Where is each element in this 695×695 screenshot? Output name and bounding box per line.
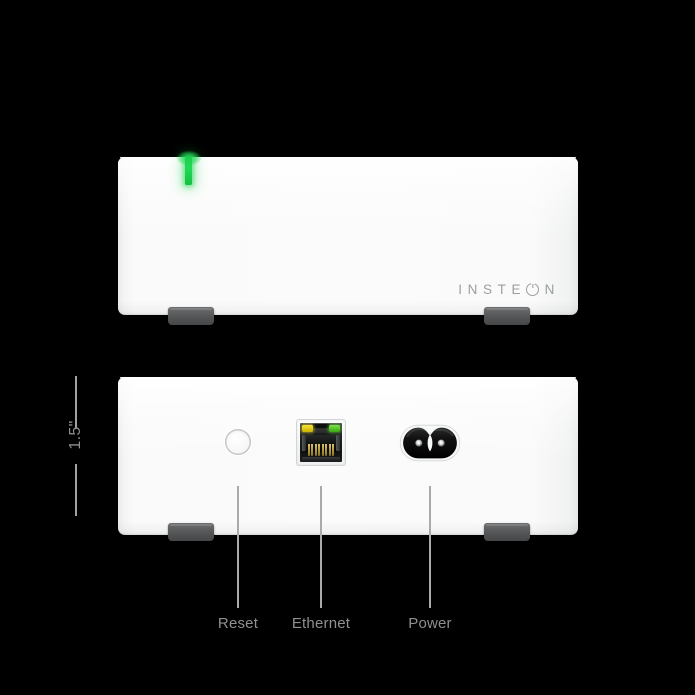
brand-letter-n: N xyxy=(467,282,483,297)
ethernet-jack-floor xyxy=(302,457,340,461)
device-rear-view xyxy=(118,377,578,535)
ethernet-latch-slot xyxy=(312,424,330,429)
brand-letter-i: I xyxy=(458,282,468,297)
power-port[interactable] xyxy=(399,424,461,462)
brand-wordmark: I N S T E N xyxy=(458,282,560,297)
ethernet-pin xyxy=(318,444,321,456)
power-symbol-icon xyxy=(526,283,540,296)
port-label-ethernet: Ethernet xyxy=(291,615,351,632)
rear-foot-left xyxy=(168,523,214,541)
brand-letter-t: T xyxy=(497,282,512,297)
brand-letter-e: E xyxy=(511,282,527,297)
ethernet-pin xyxy=(328,444,331,456)
leader-line-power xyxy=(429,486,431,608)
ethernet-pin-group xyxy=(308,444,334,456)
ethernet-jack-housing xyxy=(300,423,342,462)
ethernet-led-green-icon xyxy=(329,425,340,432)
dimension-value-label: 1.5" xyxy=(67,420,84,450)
dimension-line-lower xyxy=(75,464,77,516)
rear-foot-right xyxy=(484,523,530,541)
height-dimension-annotation: 1.5" xyxy=(67,376,108,516)
ethernet-pin xyxy=(325,444,328,456)
port-label-power: Power xyxy=(408,615,452,632)
leader-line-ethernet xyxy=(320,486,322,608)
power-socket-icon xyxy=(399,424,461,462)
dimension-line-upper xyxy=(75,376,77,428)
reset-button[interactable] xyxy=(225,429,251,455)
front-foot-left xyxy=(168,307,214,325)
status-led-indicator xyxy=(185,157,192,185)
ethernet-side-contact-right xyxy=(336,435,340,451)
front-foot-right xyxy=(484,307,530,325)
brand-letter-s: S xyxy=(482,282,498,297)
ethernet-led-yellow-icon xyxy=(302,425,313,432)
ethernet-port[interactable] xyxy=(297,420,345,465)
ethernet-pin xyxy=(321,444,324,456)
ethernet-pin xyxy=(311,444,314,456)
leader-line-reset xyxy=(237,486,239,608)
rear-body-sheen xyxy=(118,377,578,460)
ethernet-pin xyxy=(314,444,317,456)
port-label-reset: Reset xyxy=(217,615,259,632)
ethernet-pin xyxy=(308,444,310,456)
brand-letter-n2: N xyxy=(544,282,560,297)
rear-top-edge-highlight xyxy=(120,377,576,378)
ethernet-side-contact-left xyxy=(302,435,306,451)
ethernet-pin xyxy=(331,444,334,456)
